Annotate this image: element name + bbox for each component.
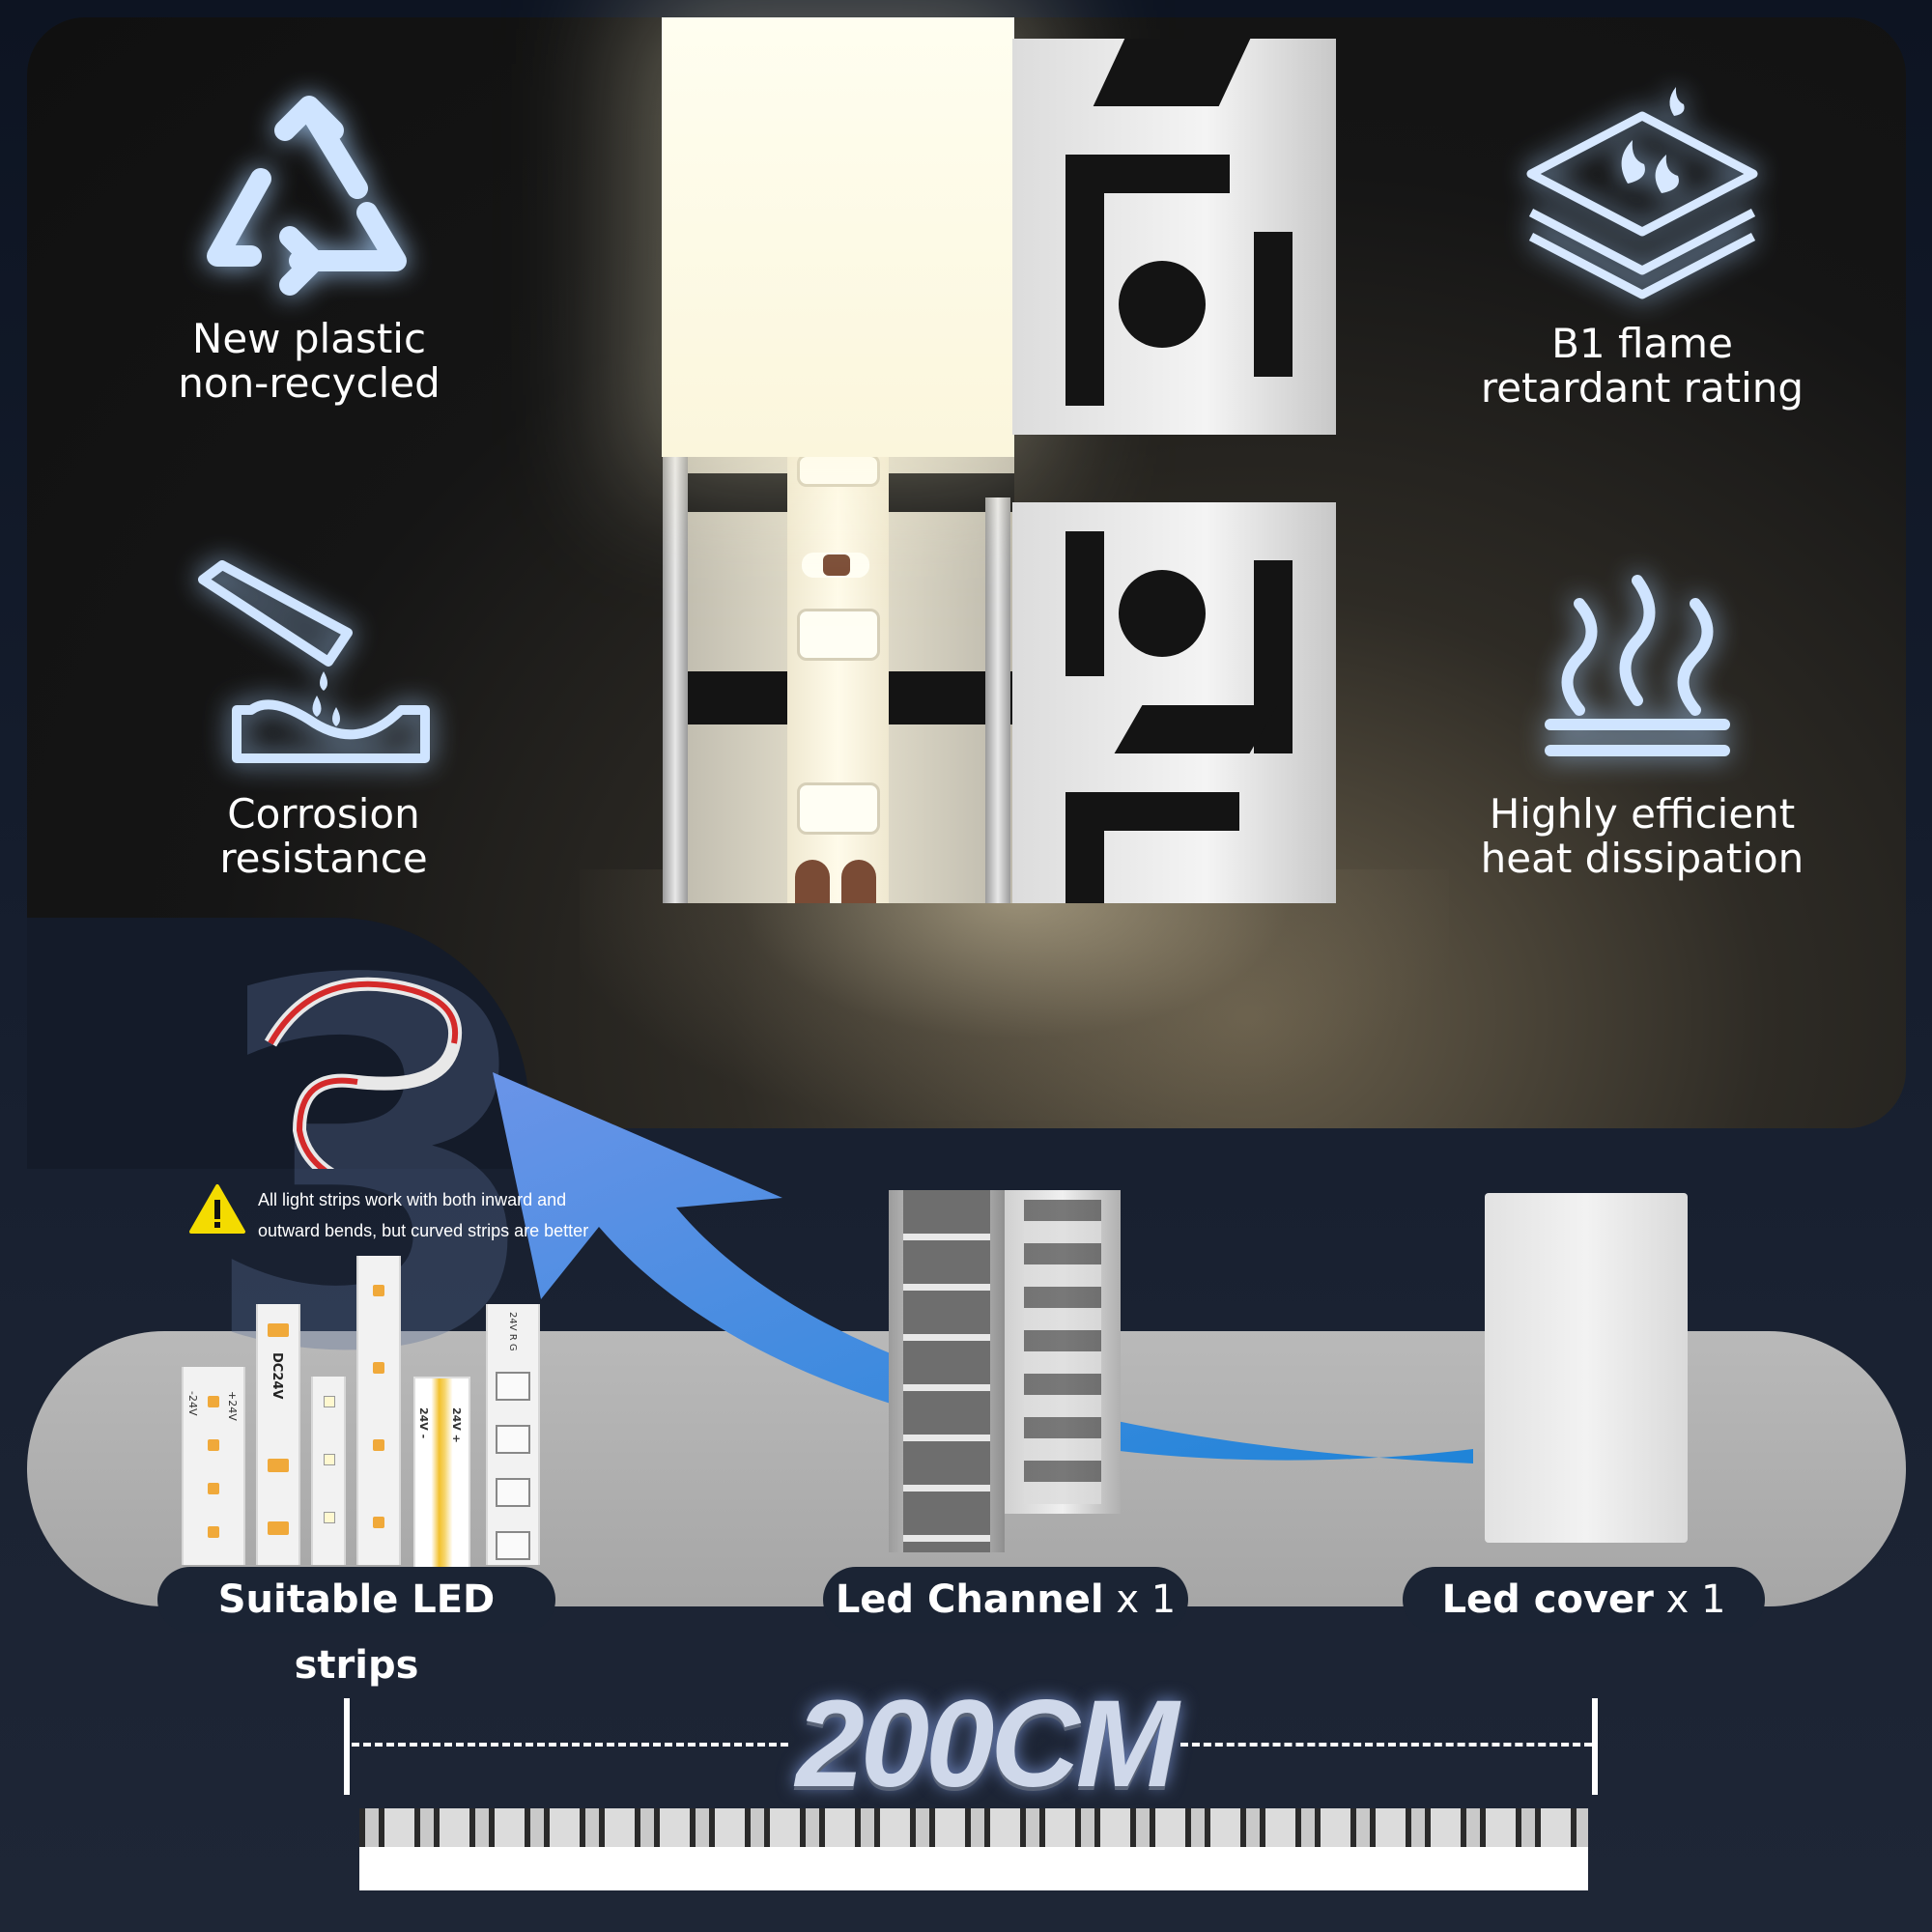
strip-label: DC24V <box>270 1352 284 1400</box>
channel-label: Led Channel x 1 <box>823 1567 1188 1633</box>
recycle-icon <box>207 96 407 296</box>
led-dot <box>268 1521 289 1535</box>
led-strip-sample: -24V +24V <box>182 1367 245 1565</box>
warning-line: outward bends, but curved strips are bet… <box>258 1221 589 1240</box>
item-qty: x 1 <box>1653 1577 1726 1622</box>
heat-waves-icon <box>1545 575 1730 756</box>
test-tube-drop-icon <box>198 560 430 763</box>
feature-line: heat dissipation <box>1480 835 1804 882</box>
solder-pad <box>841 860 876 903</box>
led-chip <box>797 782 880 835</box>
channel-side-wall <box>663 454 688 903</box>
wall-cutout <box>1065 155 1104 406</box>
feature-line: New plastic <box>191 315 427 362</box>
led-dot <box>208 1526 219 1538</box>
strip-label: 24V - <box>417 1407 430 1439</box>
feature-line: Highly efficient <box>1489 790 1796 838</box>
feature-heat-label: Highly efficient heat dissipation <box>1449 792 1835 881</box>
strip-label: -24V <box>186 1391 199 1416</box>
item-label: Led cover <box>1441 1577 1654 1622</box>
cover-label: Led cover x 1 <box>1403 1567 1765 1633</box>
led-dot <box>373 1285 384 1296</box>
diffuser-cover <box>662 17 1014 457</box>
led-chip <box>797 609 880 661</box>
led-dot <box>324 1396 335 1407</box>
rgb-led-chip <box>496 1425 530 1454</box>
channel-wall <box>1012 502 1336 903</box>
item-label: Suitable LED strips <box>217 1577 496 1688</box>
feature-corrosion-label: Corrosion resistance <box>130 792 517 881</box>
cob-strip-sample: 24V - 24V + <box>413 1377 470 1569</box>
warning-icon <box>189 1184 245 1234</box>
rgb-led-chip <box>496 1372 530 1401</box>
feature-line: non-recycled <box>178 359 440 407</box>
rgb-led-chip <box>496 1478 530 1507</box>
feature-line: Corrosion <box>227 790 420 838</box>
wall-cutout <box>1065 792 1104 903</box>
led-cover-image <box>1485 1193 1688 1543</box>
led-strip-section <box>787 454 889 903</box>
led-channel-image <box>889 1190 1005 1552</box>
solder-pad <box>795 860 830 903</box>
led-channel-wall <box>1005 1190 1121 1514</box>
feature-flame-label: B1 flame retardant rating <box>1449 322 1835 411</box>
item-label: Led Channel <box>835 1577 1104 1622</box>
wall-cutout <box>1254 232 1293 377</box>
dimension-end-left <box>344 1698 350 1795</box>
warning-line: All light strips work with both inward a… <box>258 1190 567 1209</box>
led-dot <box>324 1512 335 1523</box>
feature-line: B1 flame <box>1551 320 1733 367</box>
led-dot <box>268 1459 289 1472</box>
length-label: 200CM <box>795 1675 1179 1813</box>
strip-label: +24V <box>226 1391 239 1421</box>
feature-line: retardant rating <box>1480 364 1804 412</box>
resistor <box>823 554 850 576</box>
light-glow <box>580 869 1449 1121</box>
channel-inner <box>903 1190 990 1552</box>
rgb-led-chip <box>496 1531 530 1560</box>
warning-message: All light strips work with both inward a… <box>258 1184 664 1246</box>
wall-cutout <box>1065 155 1230 193</box>
dimension-line-left <box>352 1743 788 1747</box>
suitable-strips-label: Suitable LED strips <box>157 1567 555 1688</box>
led-dot <box>208 1483 219 1494</box>
dimension-end-right <box>1592 1698 1598 1795</box>
resistor-pad <box>802 553 869 578</box>
wall-cutout <box>1065 531 1104 676</box>
item-qty: x 1 <box>1103 1577 1177 1622</box>
flame-layers-icon <box>1526 87 1758 299</box>
led-dot <box>208 1396 219 1407</box>
wall-cutout <box>1119 570 1206 657</box>
led-dot <box>373 1362 384 1374</box>
led-dot <box>208 1439 219 1451</box>
dimension-line-right <box>1180 1743 1592 1747</box>
curved-strip-image <box>264 977 463 1169</box>
led-strip-sample <box>311 1377 346 1565</box>
channel-side-wall <box>985 497 1010 903</box>
wall-cutout <box>1119 261 1206 348</box>
led-dot <box>268 1323 289 1337</box>
channel-length-pattern <box>359 1808 1588 1847</box>
strip-label: 24V R G <box>507 1312 518 1351</box>
led-dot <box>373 1439 384 1451</box>
channel-wall-pattern <box>1024 1200 1101 1504</box>
led-dot <box>373 1517 384 1528</box>
led-strip-sample: DC24V <box>256 1304 300 1565</box>
led-dot <box>324 1454 335 1465</box>
feature-recycle-label: New plastic non-recycled <box>116 317 502 406</box>
led-strip-sample: 24V R G <box>486 1304 540 1565</box>
strip-label: 24V + <box>450 1407 463 1443</box>
channel-wall <box>1012 39 1336 435</box>
led-strip-sample <box>356 1256 401 1565</box>
feature-line: resistance <box>219 835 428 882</box>
